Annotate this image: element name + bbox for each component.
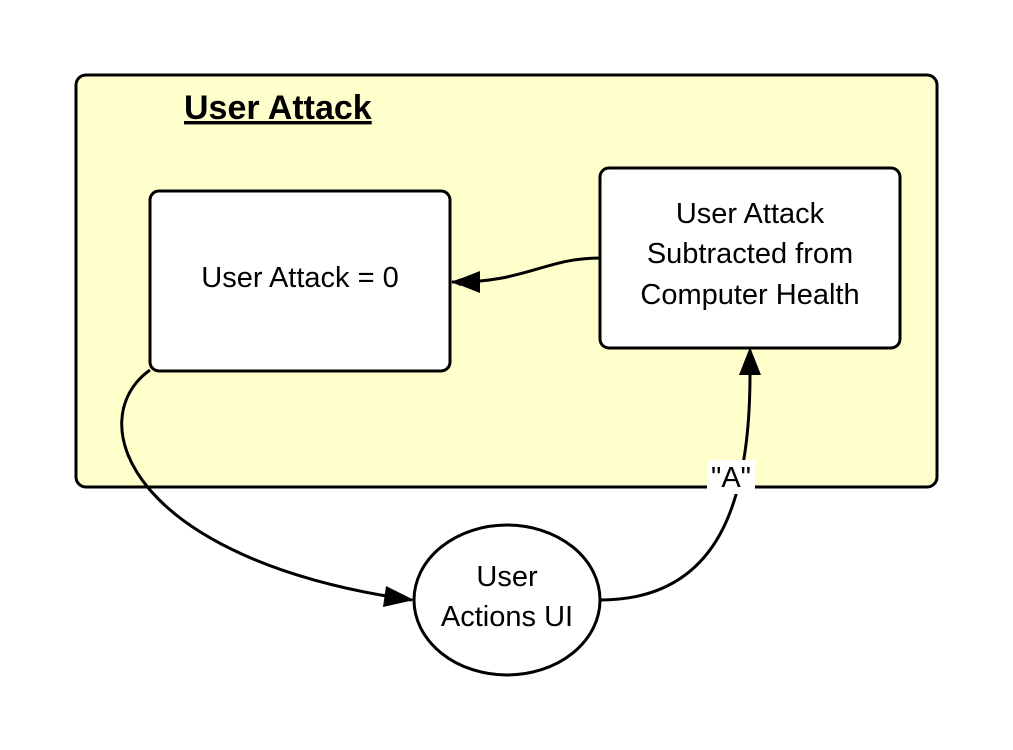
edge-reset-to-ui [120, 368, 413, 602]
node-ui-label-line-2: Actions UI [441, 601, 573, 633]
arrowhead-subtract-to-reset [452, 271, 480, 293]
container-title: User Attack [184, 89, 372, 127]
node-subtract-label-line-1: User Attack [676, 198, 825, 230]
node-subtract-label-line-2: Subtracted from [647, 238, 853, 270]
node-subtract-health: User Attack Subtracted from Computer Hea… [598, 166, 902, 350]
node-reset-attack: User Attack = 0 [148, 189, 452, 373]
node-reset-label: User Attack = 0 [201, 262, 398, 294]
edge-label-a-text: "A" [711, 462, 751, 494]
node-subtract-label-line-3: Computer Health [640, 279, 859, 311]
node-reset-box [148, 189, 452, 373]
edge-ui-to-subtract [599, 373, 752, 602]
node-ui-label-line-1: User [476, 561, 538, 593]
arrowhead-ui-to-subtract [739, 347, 761, 375]
edge-label-a: "A" [707, 460, 755, 494]
edge-label-a-bg [707, 460, 755, 494]
node-ui-ellipse [412, 523, 602, 677]
arrowhead-reset-to-ui [383, 586, 414, 607]
node-user-actions-ui: User Actions UI [412, 523, 602, 677]
